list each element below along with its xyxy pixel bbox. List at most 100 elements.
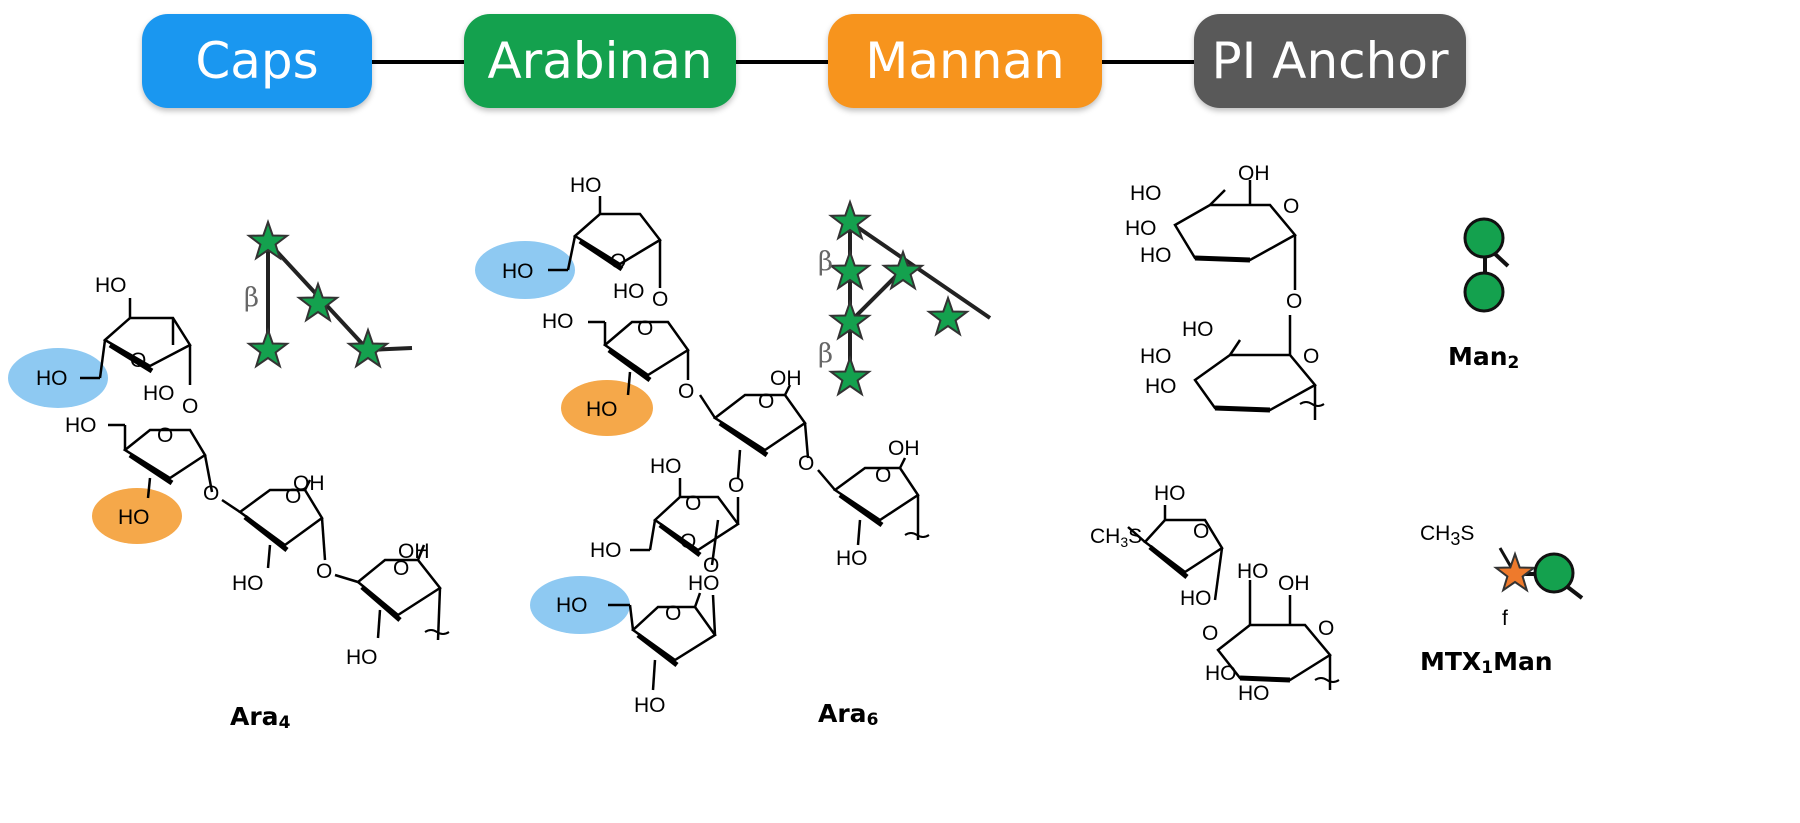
- caps-label: Caps: [195, 32, 319, 90]
- ara6-structure: [475, 196, 930, 691]
- atom-label: HO: [1238, 682, 1270, 705]
- atom-label: O: [1193, 520, 1209, 543]
- atom-label: HO: [542, 310, 574, 333]
- branch-highlight: [92, 488, 182, 544]
- atom-label: O: [685, 492, 701, 515]
- atom-label: HO: [556, 594, 588, 617]
- ara4-name: Ara4: [230, 702, 291, 733]
- mtx-labels: CH3S HO O HO O HO OH O HO HO: [1090, 482, 1334, 705]
- man2-symbol: Man2: [1448, 217, 1519, 373]
- atom-label: O: [157, 424, 173, 447]
- atom-label: O: [316, 560, 332, 583]
- atom-label: HO: [36, 367, 68, 390]
- atom-label: HO: [590, 539, 622, 562]
- atom-label: O: [665, 602, 681, 625]
- atom-label: HO: [1130, 182, 1162, 205]
- atom-label: O: [182, 395, 198, 418]
- ara4-labels: HO HO HO O O HO O HO O O OH HO O O OH HO…: [36, 274, 430, 733]
- arabinose-star-icon: [248, 329, 288, 368]
- atom-label: O: [637, 317, 653, 340]
- man2-structure: [1173, 180, 1325, 420]
- ara6-labels: HO HO O HO O HO O HO O O OH O O O OH HO …: [502, 174, 920, 730]
- atom-label: HO: [95, 274, 127, 297]
- mtx-star-icon: [1495, 553, 1535, 592]
- caps-highlight: [475, 241, 575, 299]
- beta-label: β: [244, 283, 259, 313]
- pi-anchor-label: PI Anchor: [1211, 32, 1449, 90]
- atom-label: OH: [398, 540, 430, 563]
- arabinose-star-icon: [928, 297, 968, 336]
- atom-label: O: [758, 390, 774, 413]
- connector-line: [1102, 60, 1194, 64]
- man2-name: Man2: [1448, 342, 1519, 373]
- atom-label: HO: [1154, 482, 1186, 505]
- mannose-circle-icon: [1463, 271, 1505, 313]
- atom-label: O: [285, 485, 301, 508]
- arabinose-star-icon: [298, 283, 338, 322]
- mannose-circle-icon: [1533, 552, 1575, 594]
- mtx-symbol: CH3S f MTX1Man: [1420, 522, 1584, 678]
- atom-label: HO: [1180, 587, 1212, 610]
- atom-label: O: [1202, 622, 1218, 645]
- connector-line: [736, 60, 828, 64]
- arabinose-star-icon: [830, 357, 870, 396]
- caps-highlight: [530, 576, 630, 634]
- atom-label: HO: [650, 455, 682, 478]
- atom-label: O: [652, 288, 668, 311]
- atom-label: O: [1286, 290, 1302, 313]
- atom-label: O: [728, 474, 744, 497]
- atom-label: OH: [770, 367, 802, 390]
- connector-line: [372, 60, 464, 64]
- atom-label: HO: [836, 547, 868, 570]
- atom-label: HO: [1182, 318, 1214, 341]
- atom-label: HO: [1205, 662, 1237, 685]
- atom-label: O: [703, 554, 719, 577]
- atom-label: O: [393, 557, 409, 580]
- arabinan-segment: Arabinan: [464, 14, 736, 108]
- ch3s-label: CH3S: [1090, 525, 1142, 550]
- atom-label: HO: [586, 398, 618, 421]
- mannan-label: Mannan: [865, 32, 1065, 90]
- mannan-segment: Mannan: [828, 14, 1102, 108]
- atom-label: O: [203, 482, 219, 505]
- atom-label: O: [610, 250, 626, 273]
- ara6-name: Ara6: [818, 699, 878, 730]
- atom-label: HO: [65, 414, 97, 437]
- atom-label: HO: [1125, 217, 1157, 240]
- atom-label: HO: [1237, 560, 1269, 583]
- atom-label: O: [1318, 617, 1334, 640]
- atom-label: HO: [1145, 375, 1177, 398]
- atom-label: HO: [1140, 345, 1172, 368]
- atom-label: HO: [688, 572, 720, 595]
- atom-label: OH: [293, 472, 325, 495]
- atom-label: HO: [613, 280, 645, 303]
- ara6-symbol: β β: [818, 201, 992, 396]
- atom-label: OH: [888, 437, 920, 460]
- atom-label: HO: [1140, 244, 1172, 267]
- atom-label: O: [1303, 345, 1319, 368]
- caps-highlight: [8, 348, 108, 408]
- pi-anchor-segment: PI Anchor: [1194, 14, 1466, 108]
- atom-label: O: [875, 464, 891, 487]
- atom-label: HO: [346, 646, 378, 669]
- atom-label: O: [680, 530, 696, 553]
- ara4-symbol: β: [244, 221, 413, 368]
- mtx-structure: [1127, 505, 1340, 690]
- beta-label: β: [818, 247, 833, 277]
- mannose-circle-icon: [1463, 217, 1505, 259]
- atom-label: O: [1283, 195, 1299, 218]
- atom-label: HO: [502, 260, 534, 283]
- caps-segment: Caps: [142, 14, 372, 108]
- furanose-label: f: [1502, 607, 1508, 630]
- branch-highlight: [561, 380, 653, 436]
- arabinan-label: Arabinan: [487, 32, 713, 90]
- atom-label: HO: [634, 694, 666, 717]
- atom-label: O: [678, 380, 694, 403]
- atom-label: O: [798, 452, 814, 475]
- ch3s-symbol-label: CH3S: [1420, 522, 1474, 549]
- atom-label: HO: [118, 506, 150, 529]
- atom-label: OH: [1278, 572, 1310, 595]
- atom-label: HO: [232, 572, 264, 595]
